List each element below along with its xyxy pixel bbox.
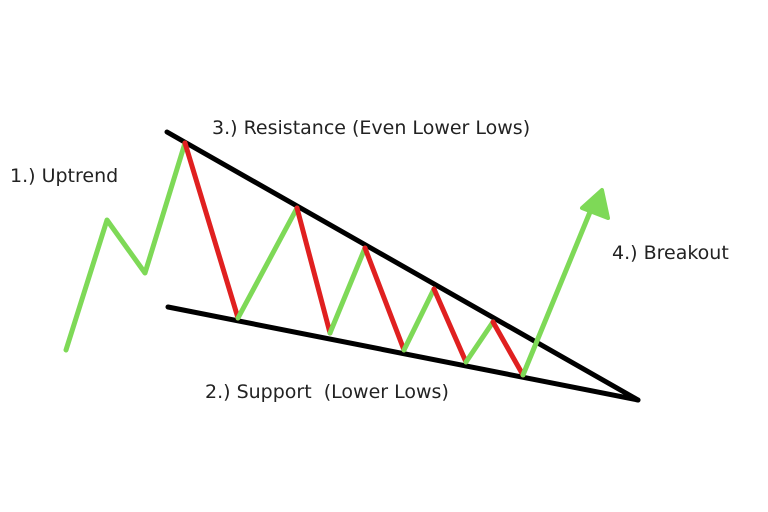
wedge-up-leg bbox=[463, 319, 496, 365]
wedge-down-leg bbox=[431, 286, 469, 365]
uptrend-path bbox=[63, 140, 188, 353]
resistance-line bbox=[164, 129, 641, 403]
uptrend-label: 1.) Uptrend bbox=[10, 165, 119, 187]
breakout-line bbox=[520, 209, 593, 378]
wedge-up-leg bbox=[235, 205, 300, 321]
support-line bbox=[165, 304, 641, 403]
wedge-down-leg bbox=[490, 319, 526, 378]
breakout-label: 4.) Breakout bbox=[612, 242, 729, 264]
resistance-label: 3.) Resistance (Even Lower Lows) bbox=[212, 117, 531, 139]
wedge-down-leg bbox=[362, 245, 407, 353]
support-label: 2.) Support (Lower Lows) bbox=[205, 381, 449, 403]
wedge-up-leg bbox=[327, 245, 368, 336]
wedge-down-leg bbox=[294, 205, 333, 336]
wedge-up-leg bbox=[401, 286, 437, 353]
breakout-arrowhead-icon bbox=[580, 188, 610, 220]
wedge-down-leg bbox=[182, 140, 241, 321]
